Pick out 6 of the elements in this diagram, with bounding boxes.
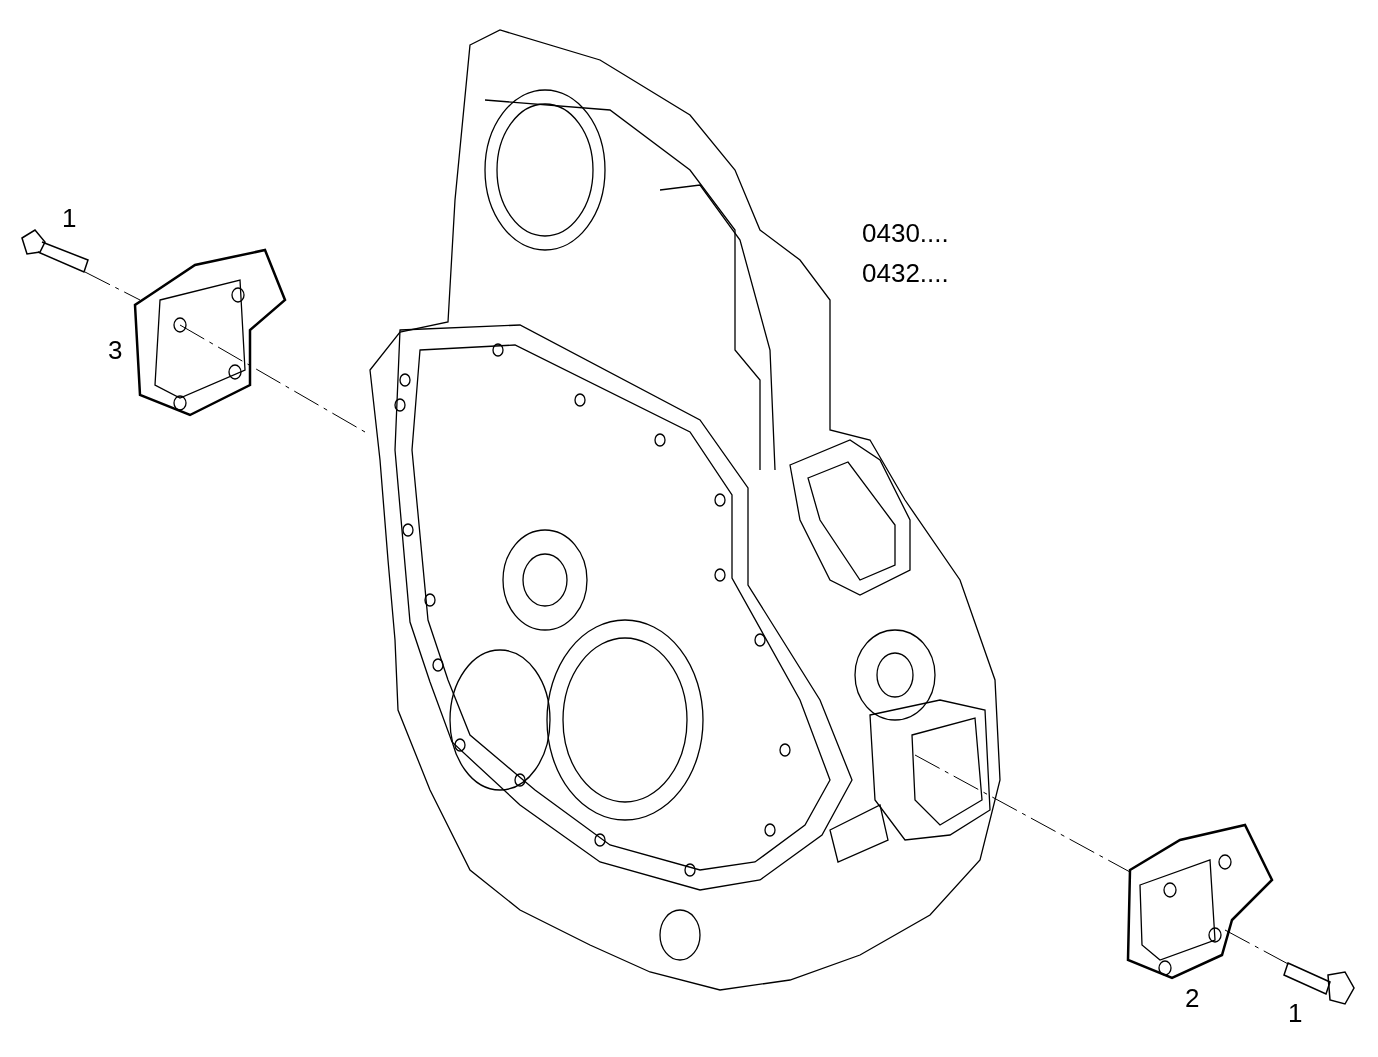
callout-number: 0432.... bbox=[862, 260, 949, 286]
callout-number: 1 bbox=[1288, 1000, 1303, 1026]
callout-number: 1 bbox=[62, 205, 77, 231]
callout-number: 0430.... bbox=[862, 220, 949, 246]
callout-number: 3 bbox=[108, 337, 123, 363]
callout-number: 2 bbox=[1185, 985, 1200, 1011]
